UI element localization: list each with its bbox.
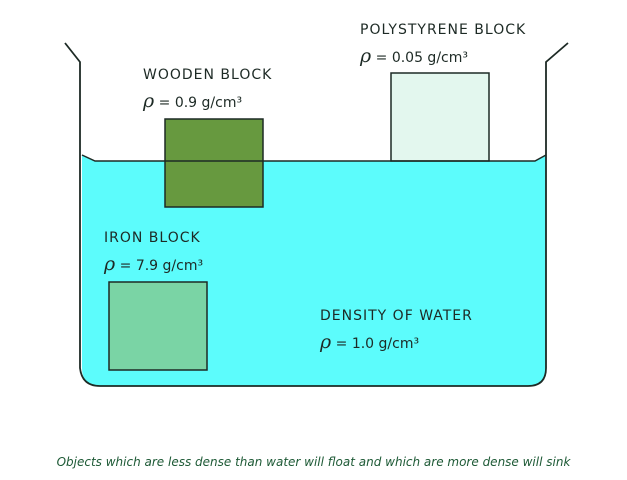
rho-symbol: ρ xyxy=(320,331,332,353)
equals-sign: = xyxy=(335,336,348,352)
density-value: 0.9 g/cm³ xyxy=(174,95,243,111)
iron-block-label: IRON BLOCK xyxy=(104,230,201,246)
caption: Objects which are less dense than water … xyxy=(56,455,571,469)
iron-block-density: ρ = 7.9 g/cm³ xyxy=(104,253,203,275)
density-value: 0.05 g/cm³ xyxy=(391,50,468,66)
equals-sign: = xyxy=(119,258,132,274)
rho-symbol: ρ xyxy=(104,253,116,275)
water-density: ρ = 1.0 g/cm³ xyxy=(320,331,419,353)
wooden-block-label: WOODEN BLOCK xyxy=(143,67,273,83)
density-value: 1.0 g/cm³ xyxy=(351,336,420,352)
wooden-block xyxy=(164,118,264,208)
beaker-outline xyxy=(64,42,569,387)
density-value: 7.9 g/cm³ xyxy=(135,258,204,274)
wooden-block-density: ρ = 0.9 g/cm³ xyxy=(143,90,242,112)
rho-symbol: ρ xyxy=(143,90,155,112)
rho-symbol: ρ xyxy=(360,45,372,67)
water-density-label: DENSITY OF WATER xyxy=(320,308,473,324)
polystyrene-block-density: ρ = 0.05 g/cm³ xyxy=(360,45,468,67)
equals-sign: = xyxy=(158,95,171,111)
iron-block xyxy=(108,281,208,371)
water-surface-line xyxy=(81,154,547,162)
equals-sign: = xyxy=(375,50,388,66)
polystyrene-block xyxy=(390,72,490,162)
polystyrene-block-label: POLYSTYRENE BLOCK xyxy=(360,22,527,38)
